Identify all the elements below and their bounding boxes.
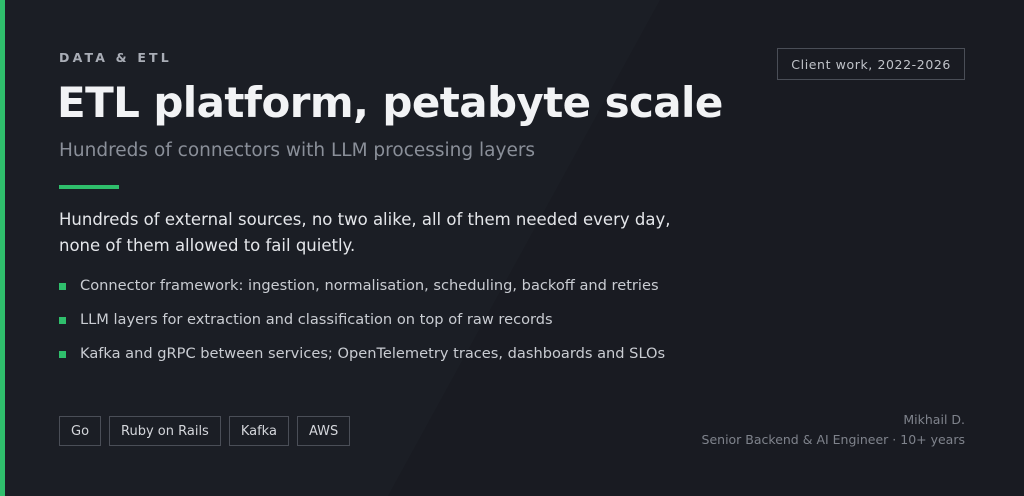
tech-tag: Go — [59, 416, 102, 446]
client-work-badge: Client work, 2022-2026 — [777, 48, 965, 80]
title-divider — [59, 185, 119, 189]
tech-tag: Kafka — [228, 416, 289, 446]
list-item: Connector framework: ingestion, normalis… — [59, 275, 665, 297]
bullet-square-icon — [59, 351, 66, 358]
author-role: Senior Backend & AI Engineer · 10+ years — [701, 432, 965, 447]
list-item: LLM layers for extraction and classifica… — [59, 309, 665, 331]
author-block: Mikhail D. Senior Backend & AI Engineer … — [702, 410, 965, 450]
list-item-text: LLM layers for extraction and classifica… — [80, 311, 553, 328]
tech-tag: AWS — [296, 416, 351, 446]
section-kicker: DATA & ETL — [59, 50, 172, 65]
list-item: Kafka and gRPC between services; OpenTel… — [59, 343, 665, 365]
intro-paragraph: Hundreds of external sources, no two ali… — [59, 210, 671, 255]
bullet-square-icon — [59, 317, 66, 324]
page-title: ETL platform, petabyte scale — [57, 78, 723, 127]
list-item-text: Kafka and gRPC between services; OpenTel… — [80, 345, 666, 362]
tech-tag-list: Go Ruby on Rails Kafka AWS — [59, 416, 351, 446]
list-item-text: Connector framework: ingestion, normalis… — [80, 277, 659, 294]
page-subtitle: Hundreds of connectors with LLM processi… — [59, 140, 536, 161]
bullet-square-icon — [59, 283, 66, 290]
tech-tag: Ruby on Rails — [109, 416, 221, 446]
accent-bar — [0, 0, 5, 496]
feature-list: Connector framework: ingestion, normalis… — [59, 275, 665, 377]
author-name: Mikhail D. — [903, 412, 965, 427]
